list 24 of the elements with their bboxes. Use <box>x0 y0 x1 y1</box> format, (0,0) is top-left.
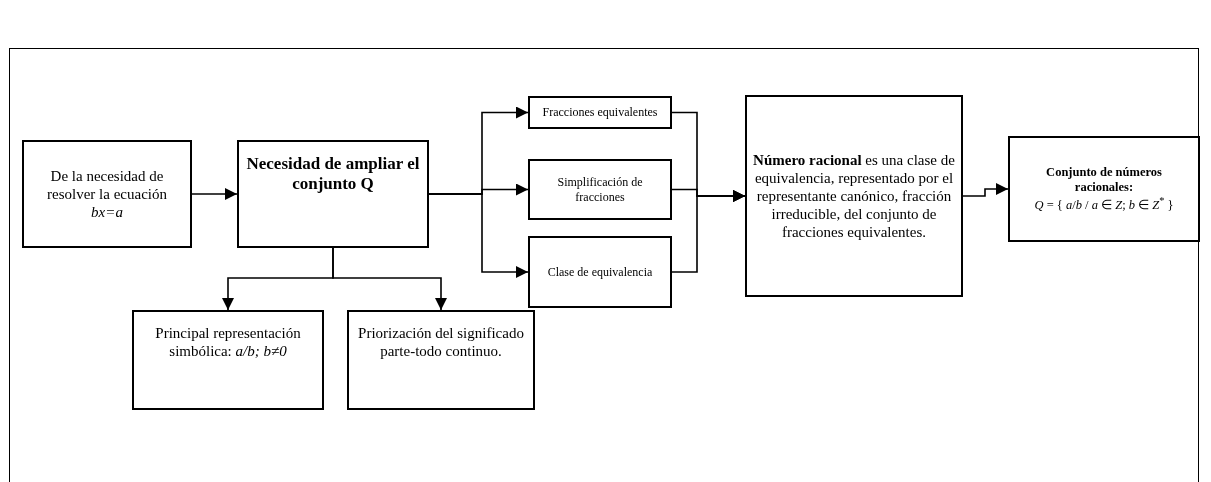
process-box <box>528 236 672 308</box>
arrow <box>428 193 529 278</box>
process-box <box>528 159 672 220</box>
result-box <box>1008 136 1200 242</box>
box-text: De la necesidad de resolver la ecuación bx=a <box>46 167 168 221</box>
arrow <box>332 247 447 311</box>
definition-box <box>745 95 963 297</box>
process-box <box>347 310 535 410</box>
formula-text: Q = { a/b / a ∈ Z; b ∈ Z$^{*}$ } <box>1034 194 1174 214</box>
arrow <box>962 183 1009 197</box>
box-text: Simplificación de fracciones <box>556 175 644 204</box>
box-text: Necesidad de ampliar el conjunto Q <box>245 154 421 195</box>
arrow <box>671 190 746 273</box>
box-text: Conjunto de números racionales: <box>1045 164 1163 195</box>
process-box <box>528 96 672 129</box>
process-box <box>132 310 324 410</box>
box-text: Principal representación simbólica: a/b; b≠0 <box>154 324 302 360</box>
box-text: Número racional es una clase de equivalencia, representado por el representante canónico, fracción irreducible, del conjunto de fracciones equivalentes. <box>753 151 955 241</box>
process-box <box>22 140 192 248</box>
box-text: Fracciones equivalentes <box>542 105 658 120</box>
box-text: Priorización del significado parte-todo continuo. <box>357 324 525 360</box>
arrow <box>191 188 238 200</box>
box-text: Clase de equivalencia <box>547 264 653 280</box>
process-box <box>237 140 429 248</box>
